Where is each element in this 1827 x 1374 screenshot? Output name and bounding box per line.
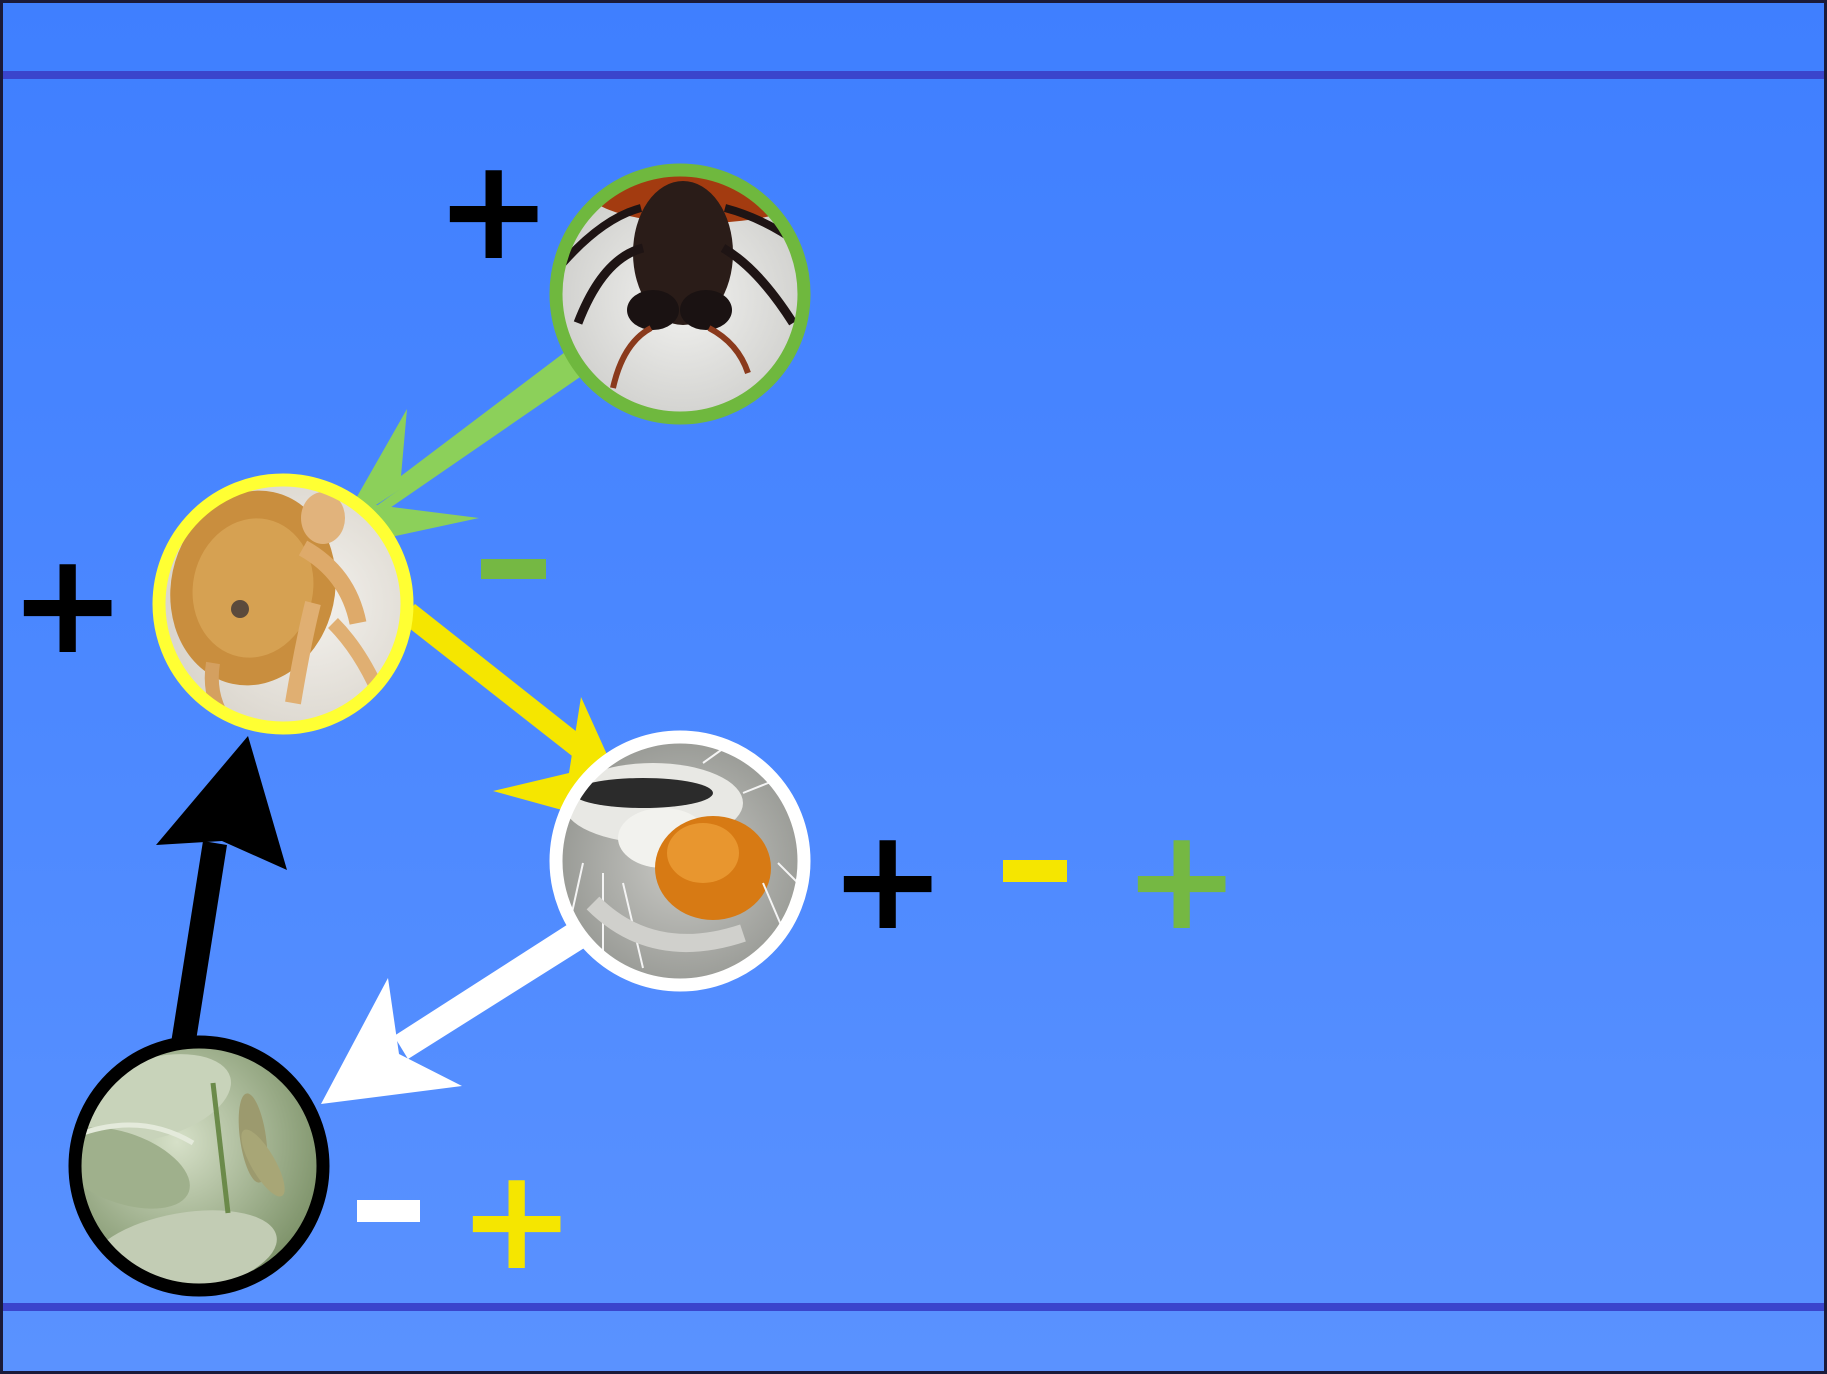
arrow-caterpillar-to-plant [321,921,589,1104]
ant-plus-sign: + [9,535,126,675]
caterpillar-green-plus-sign: + [1123,811,1240,951]
arrow-plant-to-ant [156,736,287,1047]
piper-plant-node [45,1038,333,1309]
ant-minus-sign [481,559,546,579]
caterpillar-minus-sign [1003,860,1067,882]
ant-node [152,473,413,733]
trophic-cascade-diagram [3,3,1827,1374]
plant-plus-sign: + [458,1151,575,1291]
plant-minus-sign [357,1200,420,1222]
predator-beetle-node [553,163,813,428]
caterpillar-plus-sign: + [829,811,946,951]
beetle-plus-sign: + [435,141,552,281]
